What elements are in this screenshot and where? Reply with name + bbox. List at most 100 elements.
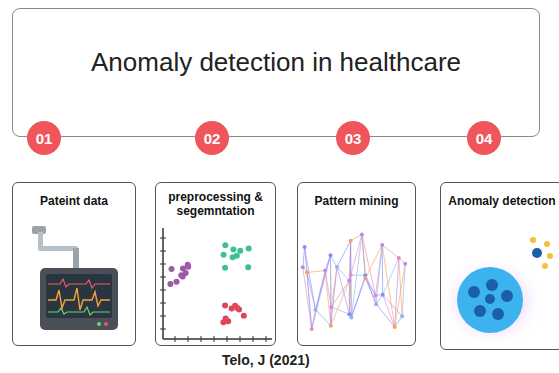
axis-tick [160,264,166,265]
network-link [305,247,316,310]
network-node [380,243,384,247]
network-link [331,255,338,267]
axis-tick [214,336,215,342]
axis-tick [188,336,189,342]
network-node [393,325,397,329]
data-point [180,266,186,272]
step-number: 02 [204,130,221,147]
data-point [221,252,227,258]
network-node [335,265,339,269]
axis-tick [266,336,267,342]
network-link [330,255,332,307]
step-label: Pateint data [40,195,108,209]
data-point [169,266,175,272]
axis-tick [240,336,241,342]
data-point [236,307,242,313]
network-link [337,241,351,267]
step-number-circle: 03 [336,121,370,155]
data-point [241,313,247,319]
data-point [225,318,231,324]
network-link [325,255,330,270]
data-point [230,254,236,260]
network-link [303,247,305,267]
network-link [351,278,365,318]
network-link [331,267,337,326]
step-card: Pattern mining [297,182,416,346]
network-node [349,273,353,277]
axis-tick [160,329,166,330]
network-node [360,232,364,236]
network-link [383,258,399,295]
network-link [330,255,331,326]
data-point [222,302,228,308]
data-point [237,248,243,254]
data-point [230,247,236,253]
network-node [363,276,367,280]
step-label: Anomaly detection [448,195,555,209]
network-link [382,245,399,258]
network-node [329,305,333,309]
network-link [351,275,366,276]
step-card: preprocessing & segemntation [155,182,276,346]
axis-tick [160,238,166,239]
network-node [314,308,318,312]
step-number-circle: 02 [195,121,229,155]
network-link [312,255,331,329]
network-node [305,270,309,274]
network-node [349,316,353,320]
scatter-plot [160,228,272,342]
axis-tick [160,251,166,252]
network-link [365,278,375,295]
network-node [301,265,305,269]
network-node [329,253,333,257]
step-label: preprocessing & segemntation [160,191,271,219]
step-number-circle: 04 [467,121,501,155]
step-label: Pattern mining [314,195,398,209]
axis-tick [227,336,228,342]
network-link [365,275,376,304]
network-link [316,310,331,326]
network-link [402,264,405,317]
step-card: Pateint data [12,182,136,346]
network-node [381,293,385,297]
network-link [383,295,395,327]
step-number: 03 [345,130,362,147]
data-point [174,279,180,285]
data-point [167,281,173,287]
step-number: 04 [476,130,493,147]
axis-tick [160,303,166,304]
axis-tick [160,277,166,278]
data-point [222,242,228,248]
network-node [349,239,353,243]
network-node [374,293,378,297]
caption: Telo, J (2021) [222,352,310,368]
axis-tick [160,316,166,317]
step-number-circle: 01 [27,121,61,155]
network-link [365,278,376,304]
network-node [374,302,378,306]
network-node [347,279,351,283]
network-node [303,245,307,249]
network-node [310,327,314,331]
axis-tick [175,336,176,342]
data-point [185,264,191,270]
network-link [307,272,315,309]
network-link [399,258,402,316]
network-link [307,271,325,273]
network-link [331,267,337,307]
network-node [403,262,407,266]
axis-tick [253,336,254,342]
network-link [351,234,362,317]
step-number: 01 [36,130,53,147]
title: Anomaly detection in healthcare [91,47,461,78]
patient-monitor [32,226,118,330]
network-link [303,267,312,329]
network-link [337,267,349,314]
axis-tick [201,336,202,342]
network-link [331,307,349,314]
anomaly-cluster [440,237,553,348]
network-graph [301,232,407,331]
axis-tick [160,290,166,291]
network-link [325,271,331,326]
network-link [382,245,395,327]
